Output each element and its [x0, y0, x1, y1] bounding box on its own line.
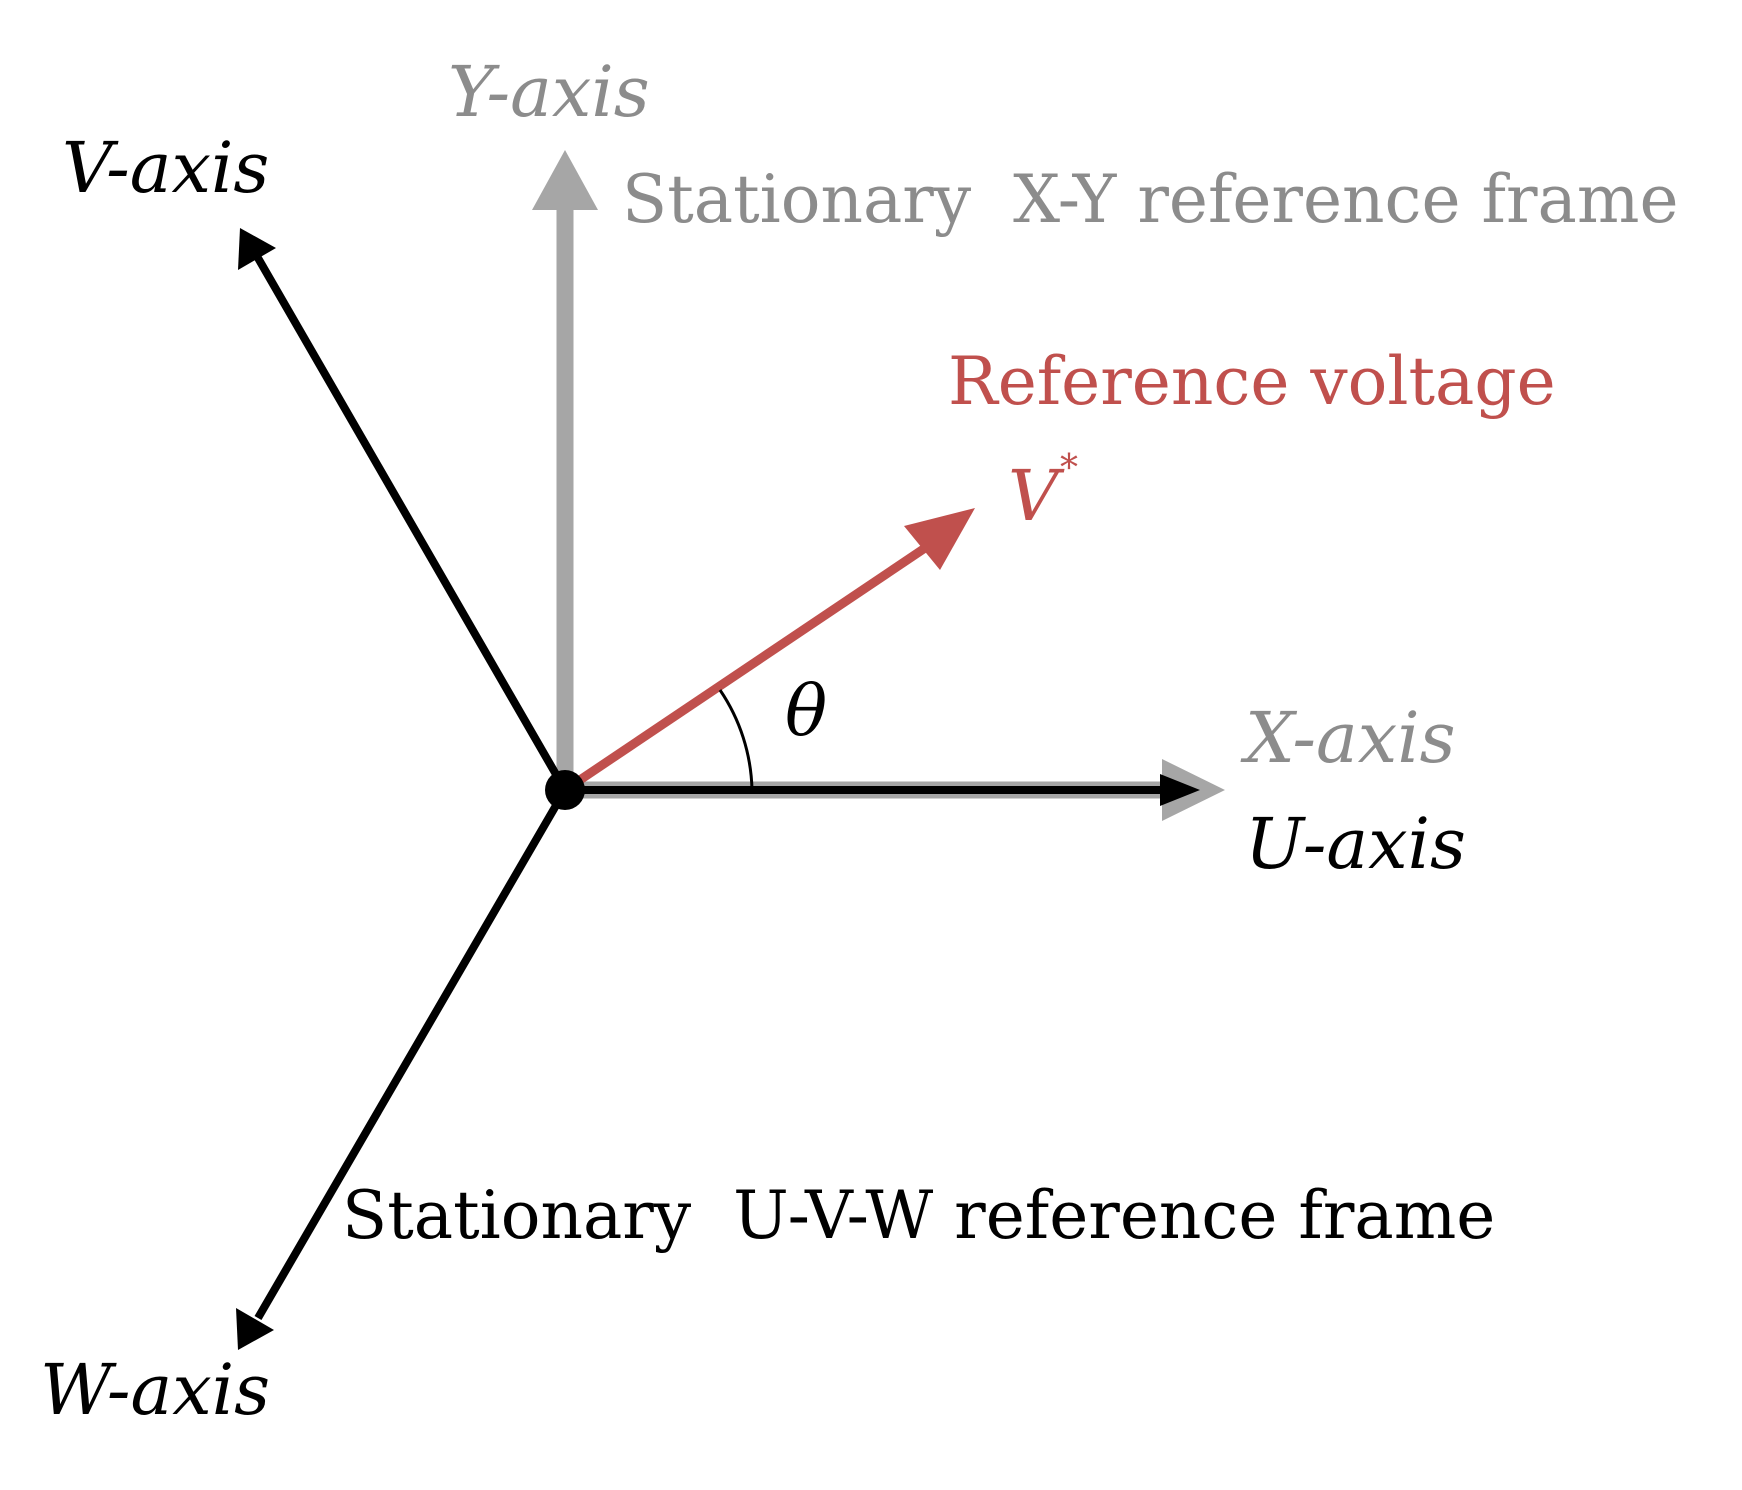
uvw-frame-label: Stationary U-V-W reference frame — [342, 1177, 1495, 1254]
xy-frame-label: Stationary X-Y reference frame — [622, 161, 1679, 238]
v-star-label: V * — [1008, 448, 1078, 537]
v-axis-arrow — [238, 228, 569, 792]
w-axis-label: W-axis — [40, 1349, 270, 1431]
v-star-letter: V — [1008, 455, 1065, 537]
origin-point — [545, 770, 585, 810]
y-axis-arrow — [532, 150, 598, 790]
v-axis-label: V-axis — [62, 127, 269, 209]
x-axis-label: X-axis — [1240, 697, 1456, 779]
y-axis-label: Y-axis — [448, 51, 650, 133]
theta-angle-arc — [718, 689, 754, 791]
u-axis-arrow — [565, 774, 1200, 806]
w-axis-arrow — [236, 787, 569, 1350]
u-axis-label: U-axis — [1245, 803, 1466, 885]
theta-label: θ — [785, 670, 827, 752]
reference-voltage-label: Reference voltage — [948, 343, 1556, 420]
v-star-superscript: * — [1060, 448, 1078, 489]
reference-voltage-vector — [562, 508, 975, 794]
